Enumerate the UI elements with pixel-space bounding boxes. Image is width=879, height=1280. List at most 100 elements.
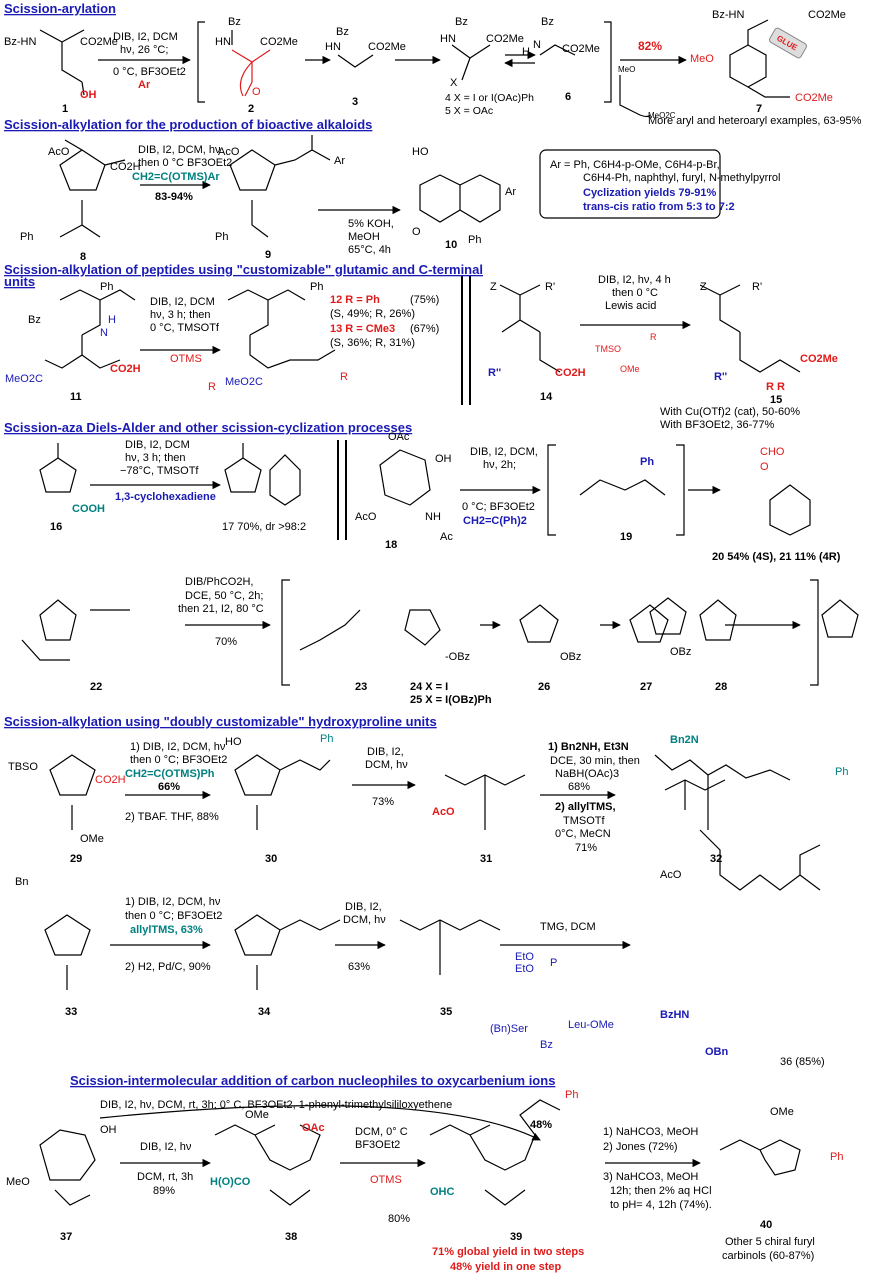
compound-number: 38: [285, 1231, 297, 1243]
yield-note: 71% global yield in two steps: [432, 1246, 584, 1258]
label: R: [208, 381, 216, 393]
label: O: [412, 226, 421, 238]
section-title-peptides-1: Scission-alkylation of peptides using "c…: [4, 262, 483, 277]
label: Bz: [541, 16, 554, 28]
compound-number: 16: [50, 521, 62, 533]
label: HO: [412, 146, 429, 158]
section-title-alkaloids: Scission-alkylation for the production o…: [4, 117, 372, 132]
label: BzHN: [660, 1009, 689, 1021]
compound-number: 32: [710, 853, 722, 865]
label: Bn2N: [670, 734, 699, 746]
condition: DIB/PhCO2H,: [185, 576, 253, 588]
label: EtO: [515, 963, 534, 975]
compound-number: 40: [760, 1219, 772, 1231]
label: N: [533, 39, 541, 51]
condition: 2) Jones (72%): [603, 1141, 678, 1153]
label: OAc: [302, 1122, 325, 1134]
condition: 70%: [215, 636, 237, 648]
condition: BF3OEt2: [355, 1139, 400, 1151]
compound-number: 27: [640, 681, 652, 693]
compound-number: 8: [80, 251, 86, 263]
label: EtO: [515, 951, 534, 963]
label: CO2H: [555, 367, 586, 379]
compound-13: 13 R = CMe3: [330, 323, 395, 335]
label: Ph: [468, 234, 481, 246]
condition: 2) H2, Pd/C, 90%: [125, 961, 211, 973]
note: Cyclization yields 79-91%: [583, 187, 716, 199]
label: TMSO: [595, 344, 621, 354]
section-title-peptides-2: units: [4, 274, 35, 289]
label: Ph: [20, 231, 33, 243]
label: R: [340, 371, 348, 383]
label: N: [100, 327, 108, 339]
label: Z: [700, 281, 707, 293]
compound-number: 28: [715, 681, 727, 693]
label: CO2H: [110, 161, 141, 173]
label: R': [545, 281, 555, 293]
label: OBn: [705, 1046, 729, 1058]
compound-number: 20 54% (4S), 21 11% (4R): [712, 551, 841, 563]
label: CO2Me: [800, 353, 838, 365]
condition: 3) NaHCO3, MeOH: [603, 1171, 698, 1183]
compound-number: 11: [70, 391, 82, 403]
label: Ph: [835, 766, 848, 778]
condition: NaBH(OAc)3: [555, 768, 619, 780]
condition: DIB, I2, DCM: [150, 296, 215, 308]
condition: DIB, I2, hν, 4 h: [598, 274, 671, 286]
label: O: [760, 461, 769, 473]
label: NH: [425, 511, 441, 523]
compound-number: 34: [258, 1006, 271, 1018]
label: Ac: [440, 531, 453, 543]
condition: CH2=C(OTMS)Ph: [125, 768, 215, 780]
label: AcO: [48, 146, 70, 158]
label: Bz: [228, 16, 241, 28]
label: MeO: [618, 65, 635, 74]
label: OHC: [430, 1186, 455, 1198]
label: Bz: [455, 16, 468, 28]
compound-number: 37: [60, 1231, 72, 1243]
label: OTMS: [170, 353, 202, 365]
compound-number: 35: [440, 1006, 452, 1018]
compound-number: 14: [540, 391, 553, 403]
condition: DIB, I2,: [367, 746, 404, 758]
label: Bn: [15, 876, 28, 888]
condition: DIB, I2, hν: [140, 1141, 192, 1153]
condition: TMG, DCM: [540, 921, 596, 933]
yield: (67%): [410, 323, 439, 335]
condition: 65°C, 4h: [348, 244, 391, 256]
condition: DCM, hν: [343, 914, 386, 926]
condition: DCE, 30 min, then: [550, 755, 640, 767]
label: Bz-HN: [712, 9, 744, 21]
label: Ar: [505, 186, 516, 198]
condition: DCE, 50 °C, 2h;: [185, 590, 263, 602]
label: R'': [488, 367, 502, 379]
yield-82: 82%: [638, 39, 662, 53]
label: Ph: [215, 231, 228, 243]
label: O: [252, 86, 261, 98]
compound-number: 33: [65, 1006, 77, 1018]
label: OMe: [770, 1106, 794, 1118]
compound-number: 10: [445, 239, 457, 251]
label: HO: [225, 736, 242, 748]
label: Bz-HN: [4, 36, 36, 48]
label: Ph: [830, 1151, 843, 1163]
label: Ph: [100, 281, 113, 293]
ratio: (S, 49%; R, 26%): [330, 308, 415, 320]
condition: DIB, I2, DCM, hν: [138, 144, 221, 156]
label: CO2Me: [486, 33, 524, 45]
label: MeO2C: [648, 111, 676, 120]
condition: TMSOTf: [563, 815, 605, 827]
label: OH: [435, 453, 452, 465]
label: Z: [490, 281, 497, 293]
condition: hν, 3 h; then: [125, 452, 186, 464]
note: trans-cis ratio from 5:3 to 7:2: [583, 201, 735, 213]
condition: 1) Bn2NH, Et3N: [548, 741, 629, 753]
condition: to pH= 4, 12h (74%).: [610, 1199, 712, 1211]
condition: 89%: [153, 1185, 175, 1197]
label: CO2Me: [80, 36, 118, 48]
label: OMe: [80, 833, 104, 845]
ratio: (S, 36%; R, 31%): [330, 337, 415, 349]
label: CO2Me: [562, 43, 600, 55]
label: MeO2C: [225, 376, 263, 388]
